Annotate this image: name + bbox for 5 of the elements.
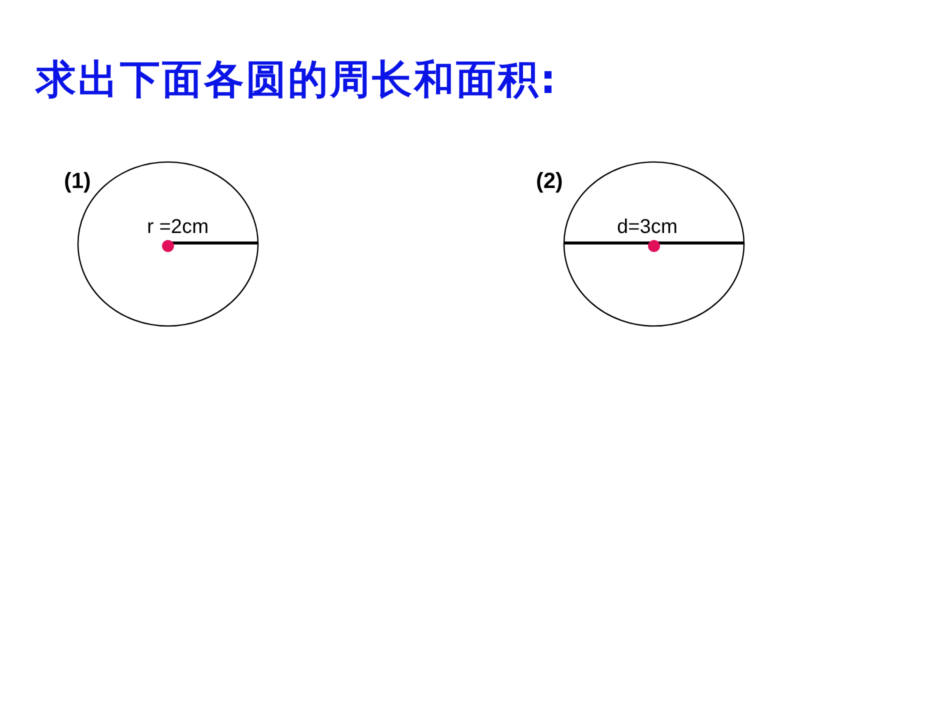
measure-label: d=3cm (617, 216, 678, 239)
figure-number: (1) (64, 168, 91, 194)
title: 求出下面各圆的周长和面积: (36, 56, 558, 105)
figure-number: (2) (536, 168, 563, 194)
measure-label: r =2cm (147, 216, 209, 239)
